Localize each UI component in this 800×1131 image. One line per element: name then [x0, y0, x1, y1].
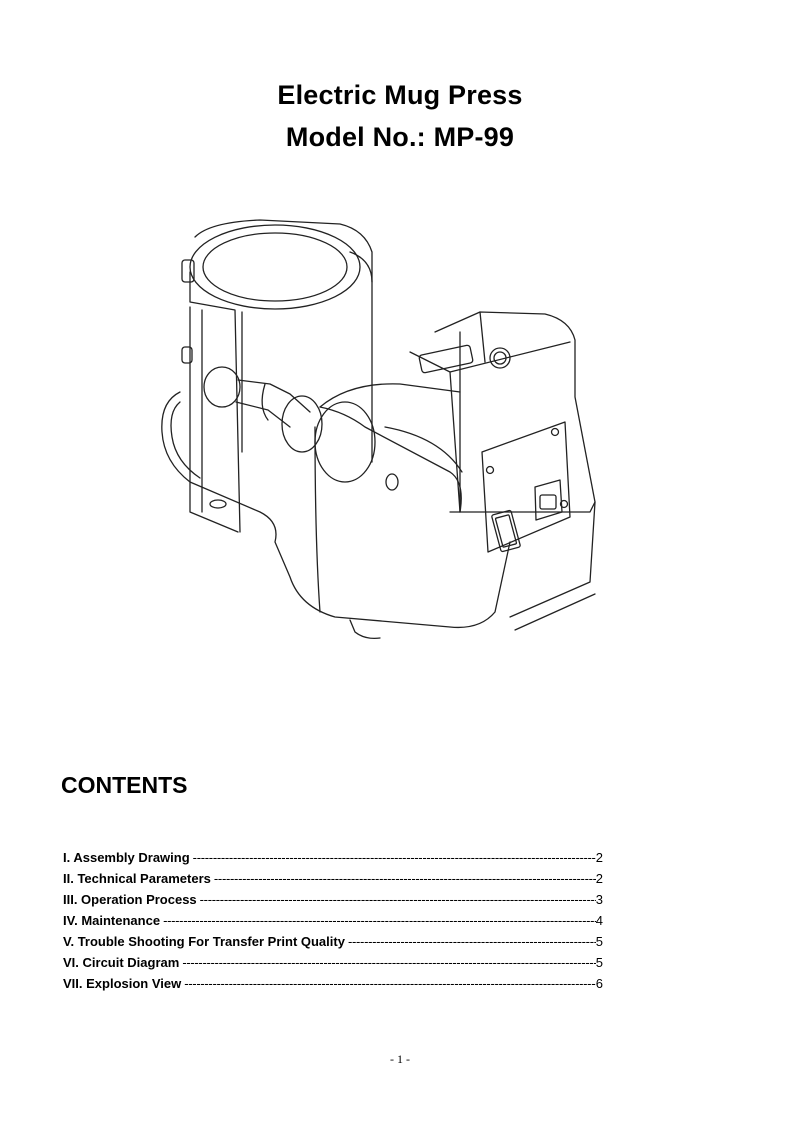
toc-entry[interactable]: IV. Maintenance 4: [63, 913, 603, 934]
toc-leader: [200, 892, 596, 907]
contents-heading: CONTENTS: [61, 772, 188, 798]
toc-entry[interactable]: III. Operation Process 3: [63, 892, 603, 913]
mug-press-illustration: [150, 212, 610, 652]
toc-entry-title: II. Technical Parameters: [63, 871, 211, 886]
toc-entry-page: 5: [595, 955, 603, 970]
toc-entry-title: III. Operation Process: [63, 892, 197, 907]
toc-entry-title: V. Trouble Shooting For Transfer Print Q…: [63, 934, 345, 949]
toc-entry[interactable]: V. Trouble Shooting For Transfer Print Q…: [63, 934, 603, 955]
toc-leader: [182, 955, 595, 970]
toc-entry-title: VII. Explosion View: [63, 976, 182, 991]
toc-leader: [348, 934, 596, 949]
toc-entry-title: IV. Maintenance: [63, 913, 161, 928]
toc-entry[interactable]: I. Assembly Drawing 2: [63, 850, 603, 871]
page-number: - 1 -: [390, 1052, 410, 1066]
toc-entry-title: VI. Circuit Diagram: [63, 955, 180, 970]
toc-entry[interactable]: VI. Circuit Diagram 5: [63, 955, 603, 976]
toc-entry-page: 3: [595, 892, 603, 907]
toc-entry-page: 2: [595, 850, 603, 865]
toc-entry-title: I. Assembly Drawing: [63, 850, 190, 865]
toc-leader: [193, 850, 596, 865]
toc-leader: [163, 913, 596, 928]
toc-leader: [184, 976, 596, 991]
toc-leader: [214, 871, 596, 886]
toc-entry-page: 2: [595, 871, 603, 886]
table-of-contents: I. Assembly Drawing 2 II. Technical Para…: [63, 850, 603, 997]
model-number: Model No.: MP-99: [285, 122, 515, 152]
toc-entry[interactable]: VII. Explosion View 6: [63, 976, 603, 997]
toc-entry[interactable]: II. Technical Parameters 2: [63, 871, 603, 892]
document-title: Electric Mug Press: [277, 80, 523, 110]
toc-entry-page: 6: [595, 976, 603, 991]
toc-entry-page: 5: [595, 934, 603, 949]
toc-entry-page: 4: [595, 913, 603, 928]
